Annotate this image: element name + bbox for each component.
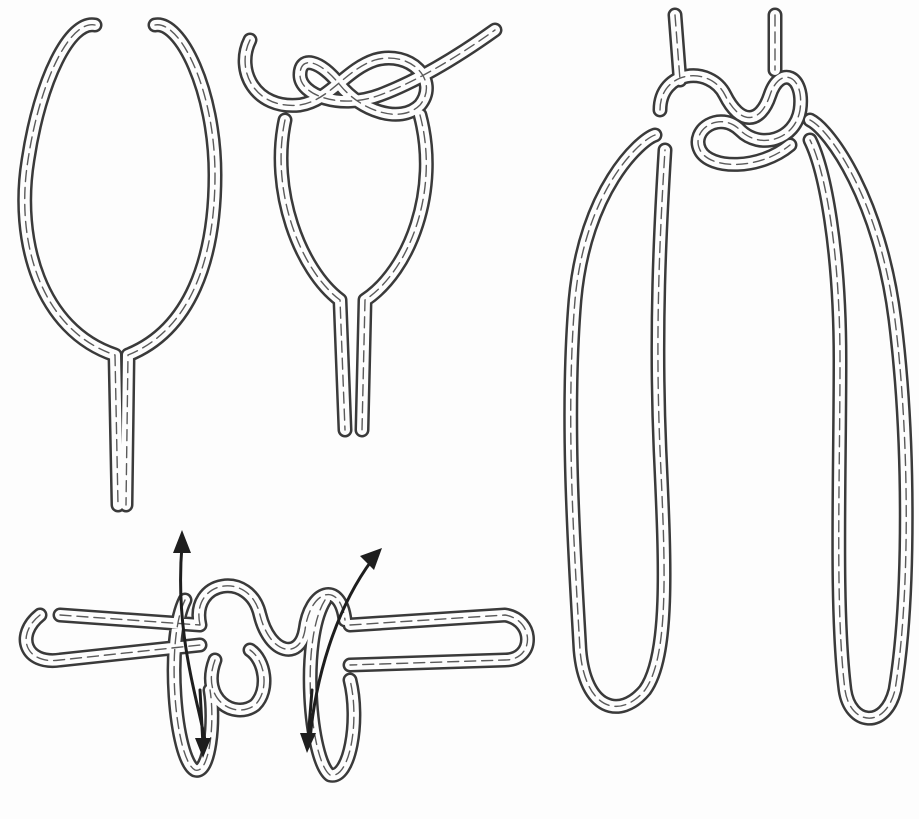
panel-step-3	[26, 530, 527, 775]
panel-step-2	[245, 30, 495, 430]
arrow-up-right-icon	[310, 548, 382, 740]
panel-step-1	[25, 25, 215, 505]
panel-step-4	[571, 15, 907, 718]
